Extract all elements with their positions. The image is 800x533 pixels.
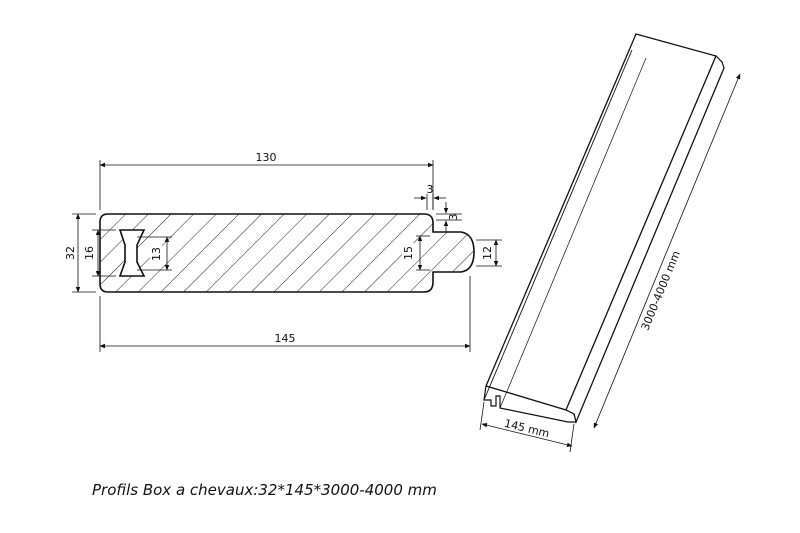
dimension-15-label: 15 — [402, 246, 415, 260]
caption: Profils Box a chevaux:32*145*3000-4000 m… — [92, 481, 437, 499]
dimension-12-label: 12 — [481, 246, 494, 260]
dimension-13-label: 13 — [150, 247, 163, 261]
dimension-13: 13 — [137, 236, 172, 271]
dimension-3v-label: 3 — [447, 214, 460, 221]
dimension-12: 12 — [476, 239, 502, 267]
dimension-16: 16 — [83, 229, 116, 277]
cross-section-profile — [99, 213, 475, 293]
board-profile-outline — [99, 213, 475, 293]
dimension-130-label: 130 — [256, 151, 277, 164]
dimension-15: 15 — [402, 235, 430, 271]
dimension-32-label: 32 — [64, 246, 77, 260]
dimension-3h-label: 3 — [427, 183, 434, 196]
dimension-145: 145 — [99, 276, 471, 352]
board-end-profile — [483, 385, 577, 423]
dimension-length-label: 3000-4000 mm — [639, 249, 683, 332]
dimension-3-horizontal: 3 — [414, 183, 446, 210]
dimension-145-label: 145 — [275, 332, 296, 345]
dimension-130: 130 — [99, 151, 434, 210]
isometric-board — [483, 33, 725, 424]
dimension-16-label: 16 — [83, 246, 96, 260]
dimension-32: 32 — [64, 213, 96, 293]
dimension-3-vertical: 3 — [436, 202, 462, 232]
dimension-width-label: 145 mm — [503, 417, 551, 441]
